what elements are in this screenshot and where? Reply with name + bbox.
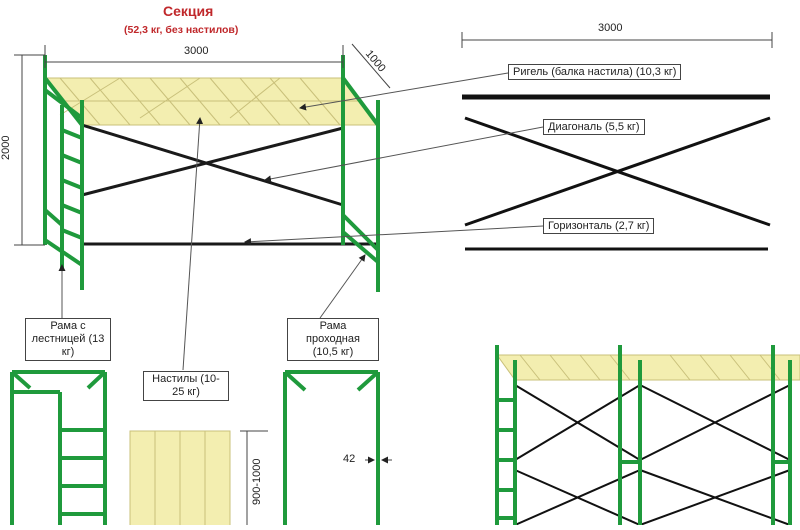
parts-panel <box>461 32 773 251</box>
horizontal-label: Горизонталь (2,7 кг) <box>543 218 655 234</box>
frame-pass-label: Рама проходная (10,5 кг) <box>287 318 379 361</box>
diagram-subtitle: (52,3 кг, без настилов) <box>124 24 239 36</box>
dim-depth-line <box>351 43 391 89</box>
pass-frame <box>283 370 380 525</box>
section-right-frame <box>341 55 380 292</box>
section-left-frame <box>43 55 84 290</box>
section-diagonal-b <box>81 126 344 197</box>
leader-lines <box>58 72 544 371</box>
diagonal-label: Диагональ (5,5 кг) <box>543 119 645 135</box>
deck-boards <box>129 430 268 527</box>
assembled-scaffold <box>495 345 800 526</box>
decks-label: Настилы (10-25 кг) <box>143 371 229 401</box>
dim-height-label: 2000 <box>0 135 12 160</box>
section-diagonal-a <box>81 123 344 207</box>
frame-ladder-label: Рама с лестницей (13 кг) <box>25 318 111 361</box>
dim-deck-label: 900-1000 <box>251 458 263 506</box>
dim-parts-width-label: 3000 <box>598 22 623 34</box>
ladder-frame <box>10 370 107 525</box>
rigel-label: Ригель (балка настила) (10,3 кг) <box>508 64 682 80</box>
dim-width-label: 3000 <box>184 45 209 57</box>
diagonal-bar-b <box>464 116 771 227</box>
dim-gap-label: 42 <box>343 453 356 465</box>
section-assembly <box>14 43 391 292</box>
diagram-title: Секция <box>163 3 214 19</box>
